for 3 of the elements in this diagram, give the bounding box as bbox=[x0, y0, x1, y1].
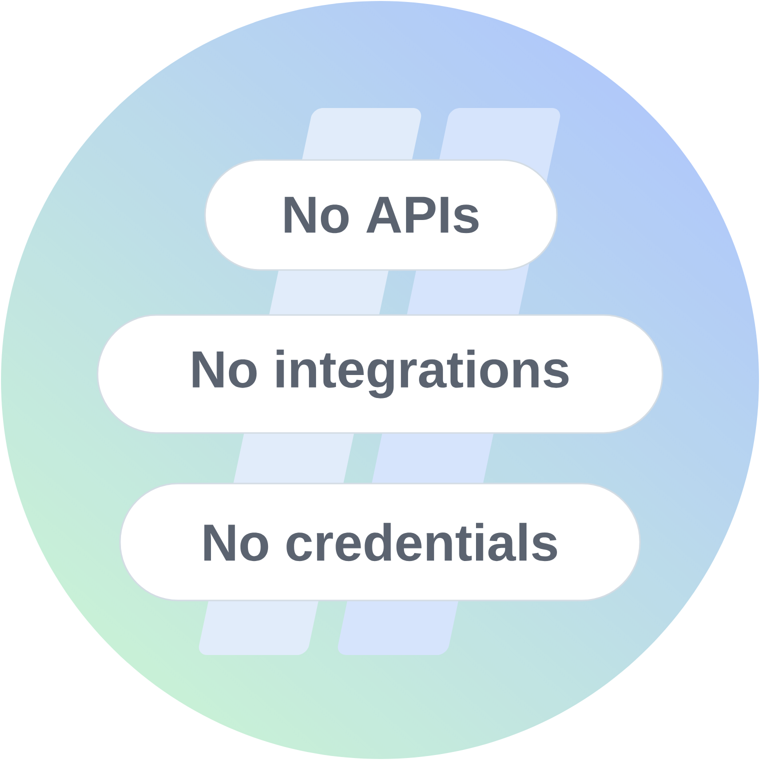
pill-label: No APIs bbox=[204, 159, 558, 271]
pill-label: No credentials bbox=[119, 482, 641, 602]
pill-label: No integrations bbox=[96, 314, 664, 434]
